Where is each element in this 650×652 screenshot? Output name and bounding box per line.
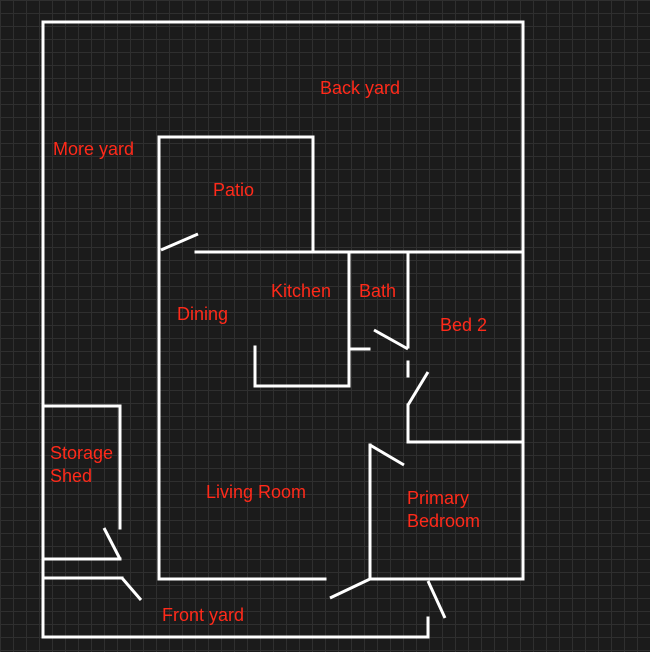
storage-shed-walls — [41, 404, 122, 561]
label-storage-shed: Storage Shed — [50, 443, 114, 486]
label-bed-2: Bed 2 — [440, 315, 488, 335]
label-primary-bedroom: Primary Bedroom — [407, 488, 481, 531]
patio-walls — [157, 135, 315, 254]
label-living-room: Living Room — [206, 482, 307, 502]
kitchen-island — [253, 250, 351, 388]
primary-bedroom-door — [369, 443, 405, 467]
label-patio: Patio — [213, 180, 255, 200]
label-kitchen: Kitchen — [271, 281, 332, 301]
side-gate — [120, 577, 143, 601]
label-dining: Dining — [177, 304, 229, 324]
label-front-yard: Front yard — [162, 605, 245, 625]
label-more-yard: More yard — [53, 139, 135, 159]
label-back-yard: Back yard — [320, 78, 401, 98]
lot-boundary — [41, 20, 525, 639]
bath-door — [373, 328, 409, 351]
bed2-door — [406, 371, 430, 406]
bed2-walls — [406, 250, 525, 581]
patio-door — [160, 232, 199, 252]
storage-shed-door — [102, 527, 122, 560]
front-gate — [426, 580, 447, 619]
label-bath: Bath — [359, 281, 397, 301]
front-door — [329, 577, 371, 600]
